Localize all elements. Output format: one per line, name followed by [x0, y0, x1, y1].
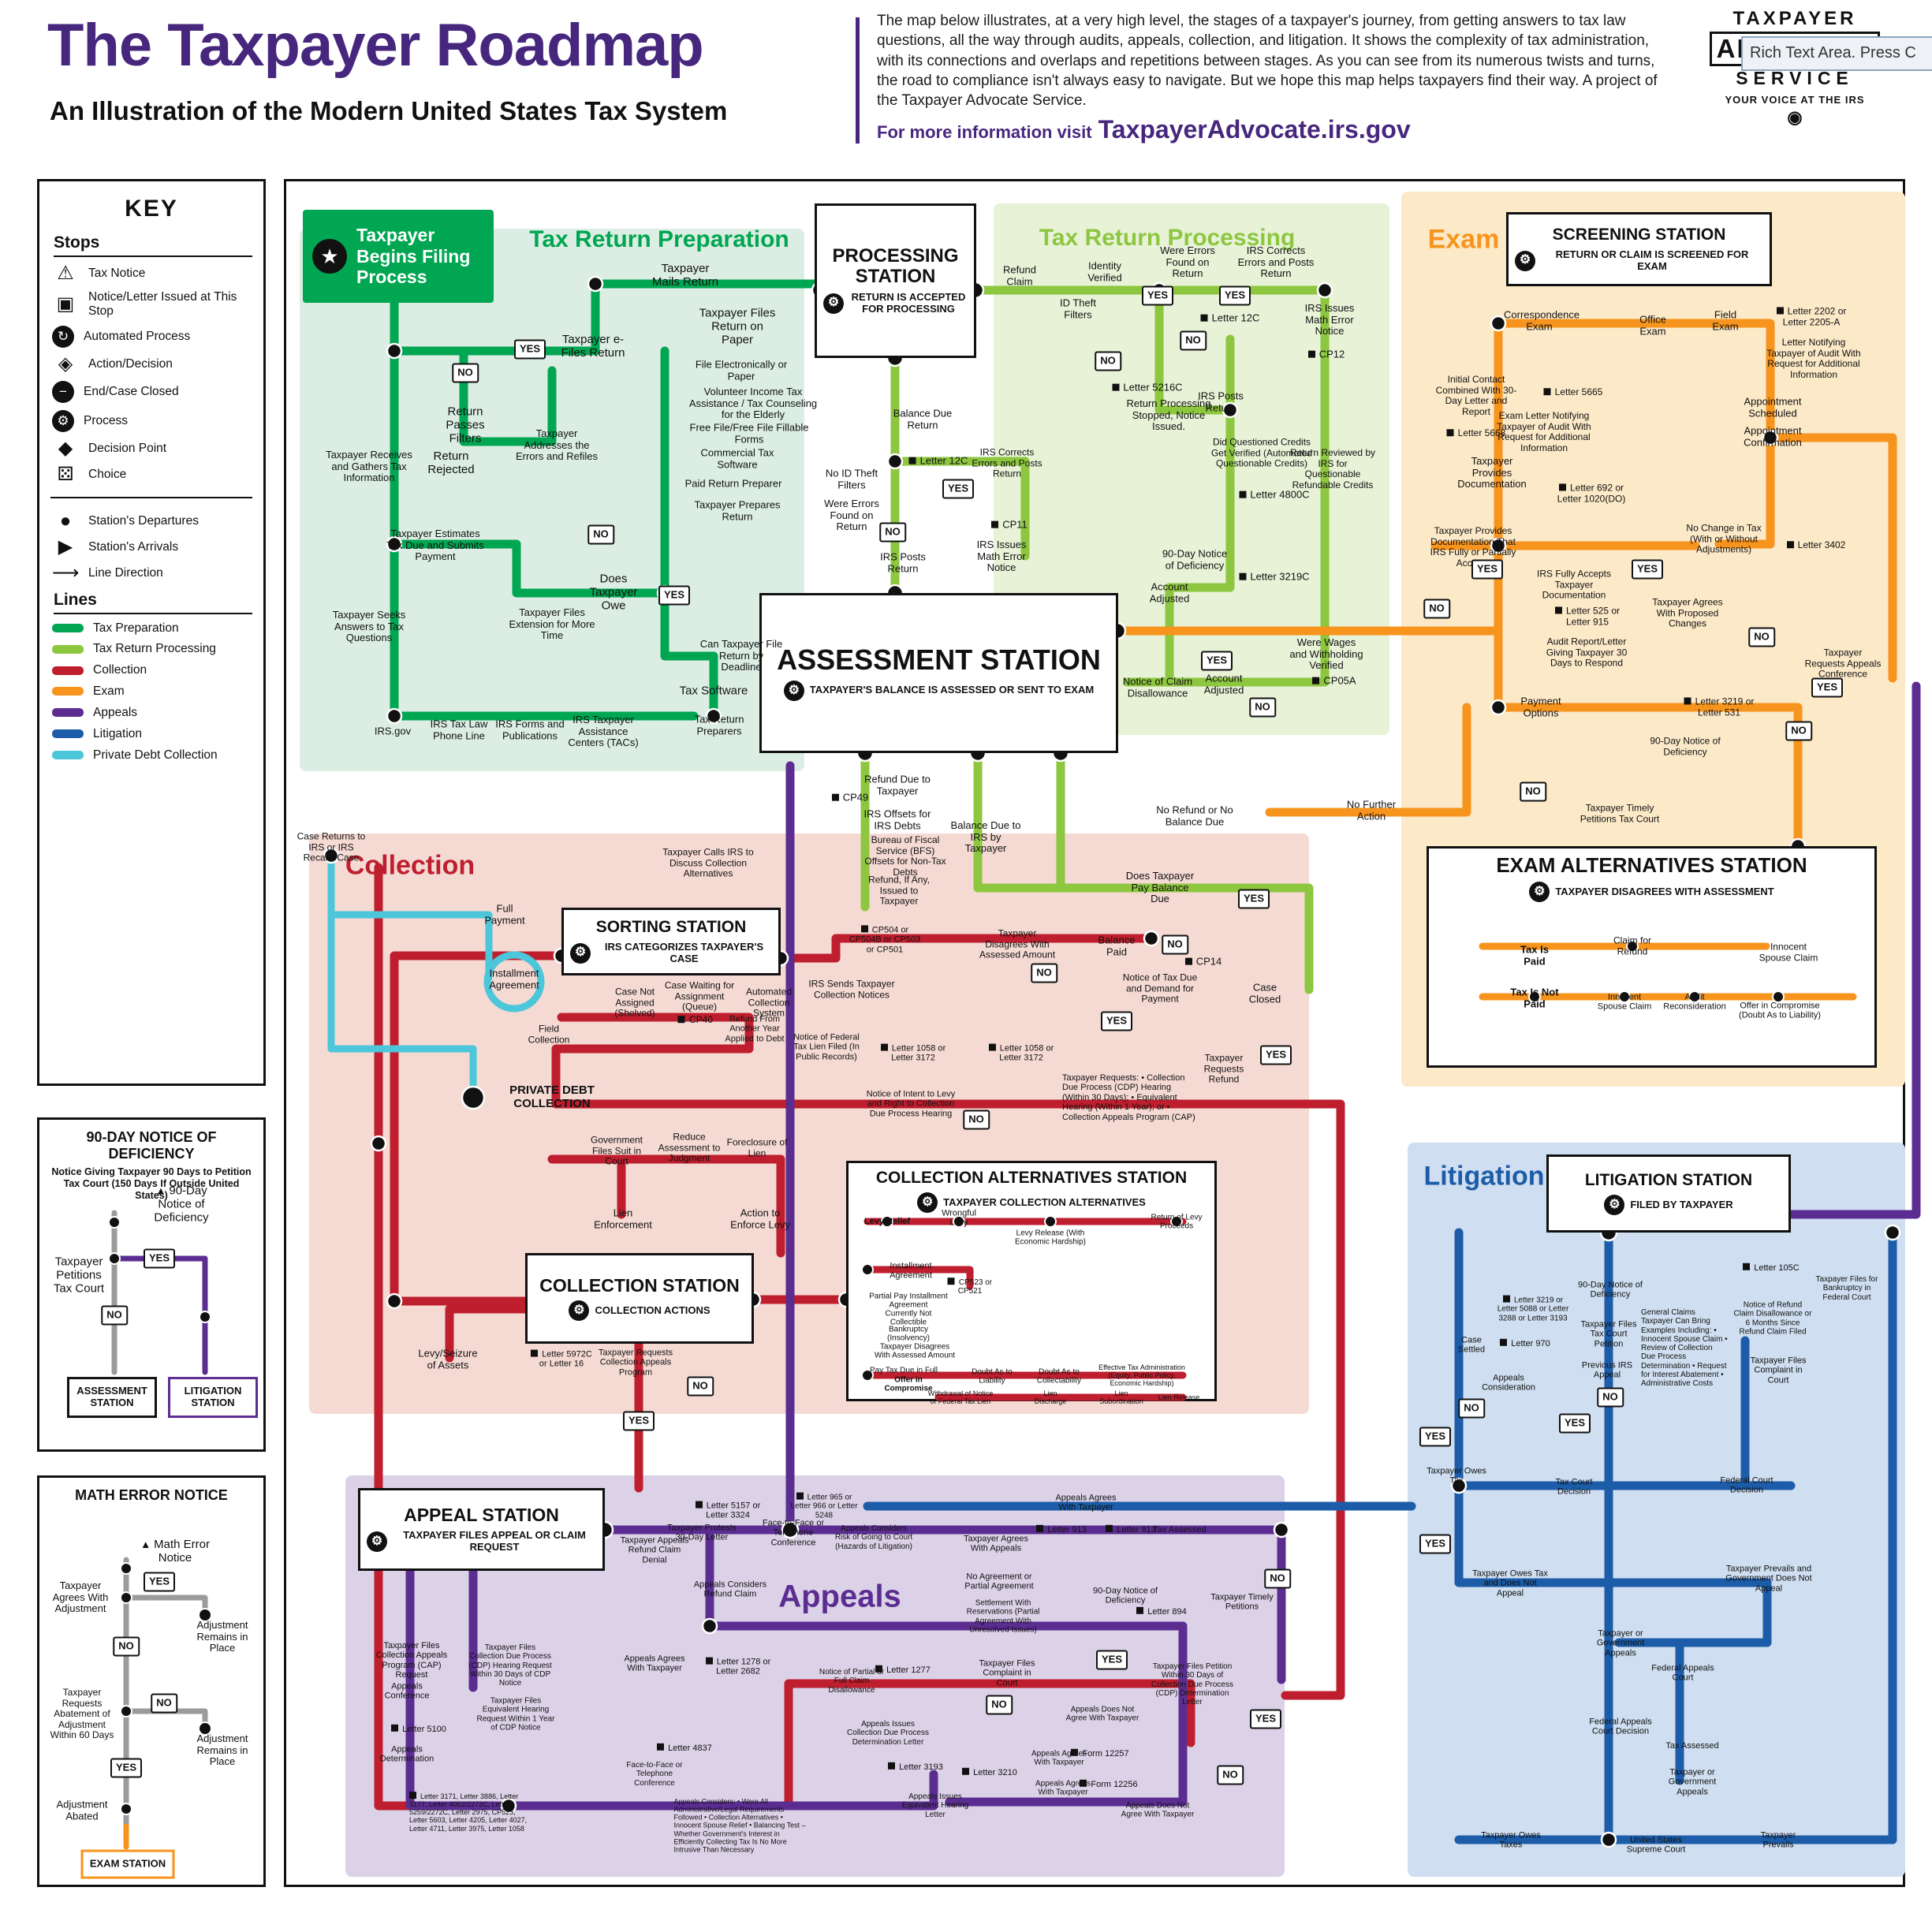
key-line-row: Tax Return Processing	[52, 642, 251, 656]
key-line-row: Private Debt Collection	[52, 748, 251, 763]
key-stop-label: Process	[84, 413, 128, 427]
process-icon: ⚙	[52, 409, 74, 432]
yes-badge: YES	[110, 1758, 143, 1778]
more-info-prefix: For more information visit	[877, 122, 1092, 142]
line-direction-icon: ⟶	[52, 561, 80, 584]
panel-90day: 90-DAY NOTICE OF DEFICIENCY Notice Givin…	[37, 1117, 266, 1452]
header-description: The map below illustrates, at a very hig…	[877, 13, 1658, 110]
map-label: Adjustment Remains in Place	[196, 1618, 248, 1654]
key-line-label: Exam	[93, 684, 125, 699]
mini-station: ASSESSMENT STATION	[67, 1377, 157, 1418]
key-line-row: Litigation	[52, 727, 251, 741]
key-stop-label: Decision Point	[88, 441, 167, 455]
header-divider	[856, 17, 860, 144]
key-line-label: Appeals	[93, 705, 138, 719]
panel-math-lines	[120, 1557, 212, 1850]
key-marker-row: ⟶ Line Direction	[52, 561, 251, 584]
map-label: Taxpayer Requests Abatement of Adjustmen…	[50, 1687, 114, 1741]
more-info-line: For more information visit TaxpayerAdvoca…	[877, 115, 1411, 144]
no-badge: NO	[151, 1693, 177, 1714]
mini-station: EXAM STATION	[80, 1849, 175, 1879]
station-departures-icon: ●	[59, 509, 72, 531]
station-arrivals-icon: ▶	[58, 535, 73, 558]
app-line-swatch	[52, 708, 84, 718]
rich-text-overlay: Rich Text Area. Press C	[1741, 36, 1932, 71]
notice-label: Math Error Notice	[136, 1538, 214, 1565]
key-line-row: Exam	[52, 684, 251, 699]
end-case-closed-icon: −	[52, 380, 74, 403]
key-panel: KEY Stops ⚠ Tax Notice ▣ Notice/Letter Issu…	[37, 179, 266, 1086]
key-stop-label: Choice	[88, 467, 127, 481]
action-decision-icon: ◈	[58, 352, 73, 375]
no-badge: NO	[101, 1305, 128, 1326]
key-stop-row: ⚙ Process	[52, 409, 251, 432]
key-lines-title: Lines	[54, 591, 252, 614]
no-badge: NO	[113, 1636, 140, 1657]
key-line-label: Tax Return Processing	[93, 642, 216, 656]
key-stop-row: ◆ Decision Point	[52, 437, 251, 459]
coll-line-swatch	[52, 666, 84, 675]
panel-math-error: MATH ERROR NOTICE Math Error NoticeTaxpa…	[37, 1475, 266, 1887]
proc-line-swatch	[52, 644, 84, 654]
key-stops-title: Stops	[54, 233, 252, 257]
key-line-label: Collection	[93, 663, 147, 677]
key-stop-row: ◈ Action/Decision	[52, 352, 251, 375]
key-title: KEY	[125, 196, 178, 222]
key-line-label: Tax Preparation	[93, 621, 179, 635]
key-marker-row: ▶ Station's Arrivals	[52, 535, 251, 558]
key-stop-row: ⚄ Choice	[52, 463, 251, 485]
exam-line-swatch	[52, 687, 84, 696]
key-marker-label: Station's Departures	[88, 513, 199, 528]
taxpayer-advocate-link[interactable]: TaxpayerAdvocate.irs.gov	[1098, 115, 1411, 144]
key-stop-row: ⚠ Tax Notice	[52, 264, 251, 283]
key-stop-label: Action/Decision	[88, 356, 173, 371]
key-stops-list: ⚠ Tax Notice ▣ Notice/Letter Issued at This…	[50, 264, 252, 484]
map-label: Taxpayer Agrees With Adjustment	[52, 1579, 109, 1615]
key-stop-row: ▣ Notice/Letter Issued at This Stop	[52, 290, 251, 319]
prep-line-swatch	[52, 624, 84, 633]
key-stop-row: ↻ Automated Process	[52, 325, 251, 348]
tas-logo-line3: SERVICE	[1736, 68, 1854, 88]
lit-line-swatch	[52, 729, 84, 739]
key-line-row: Collection	[52, 663, 251, 677]
map-label: Adjustment Abated	[56, 1798, 108, 1822]
tas-logo-tagline: YOUR VOICE AT THE IRS	[1725, 94, 1865, 106]
yes-badge: YES	[143, 1248, 176, 1269]
map-border	[284, 179, 1905, 1887]
key-stop-label: End/Case Closed	[84, 384, 179, 398]
mini-station: LITIGATION STATION	[168, 1377, 258, 1418]
irs-eagle-icon: ◉	[1787, 107, 1803, 127]
map-label: Taxpayer Petitions Tax Court	[53, 1255, 105, 1296]
key-line-row: Tax Preparation	[52, 621, 251, 636]
key-stop-label: Tax Notice	[88, 267, 146, 281]
tas-logo-line1: TAXPAYER	[1732, 8, 1857, 29]
page-subtitle: An Illustration of the Modern United Sta…	[50, 96, 728, 125]
panel-math-title: MATH ERROR NOTICE	[75, 1487, 228, 1503]
page-title: The Taxpayer Roadmap	[47, 12, 704, 79]
tax-notice-icon: ⚠	[57, 263, 74, 284]
pdc-line-swatch	[52, 750, 84, 759]
key-stop-label: Notice/Letter Issued at This Stop	[88, 290, 237, 318]
map-label: Adjustment Remains in Place	[196, 1732, 248, 1768]
automated-process-icon: ↻	[52, 325, 74, 348]
key-stop-row: −End/Case Closed	[52, 380, 251, 403]
notice-letter-icon: ▣	[56, 293, 75, 315]
key-marker-label: Line Direction	[88, 565, 163, 580]
key-marker-label: Station's Arrivals	[88, 539, 179, 554]
key-stop-label: Automated Process	[84, 329, 191, 343]
choice-icon: ⚄	[57, 463, 74, 485]
panel-90day-title: 90-DAY NOTICE OF DEFICIENCY	[86, 1129, 217, 1162]
key-line-label: Private Debt Collection	[93, 748, 218, 762]
yes-badge: YES	[143, 1572, 176, 1592]
key-line-row: Appeals	[52, 706, 251, 720]
decision-point-icon: ◆	[58, 437, 73, 459]
key-line-label: Litigation	[93, 726, 143, 740]
key-marker-row: ● Station's Departures	[52, 509, 251, 531]
key-markers-list: ● Station's Departures ▶ Station's Arrivals…	[50, 496, 252, 584]
notice-label: 90-Day Notice of Deficiency	[138, 1184, 225, 1225]
